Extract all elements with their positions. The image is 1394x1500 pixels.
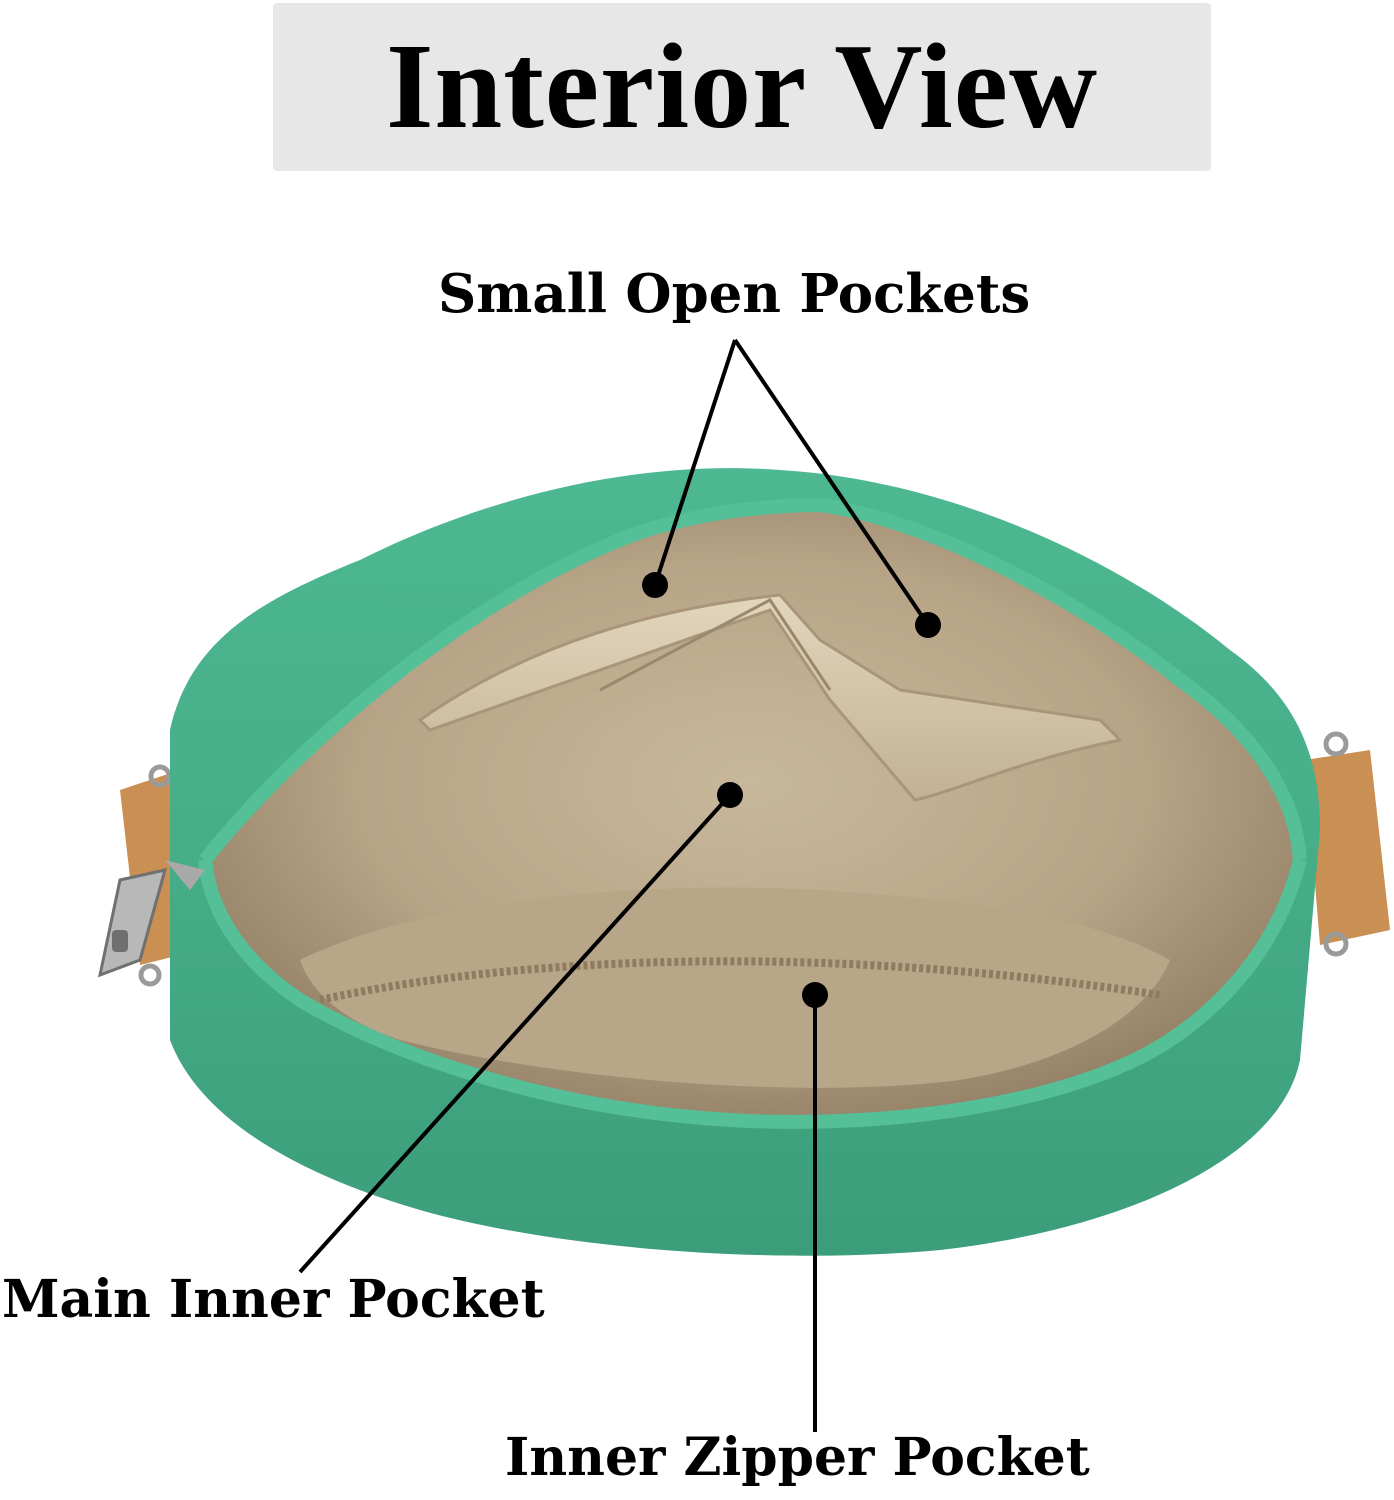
callout-dot-small-pocket-right [915,612,941,638]
inner-zipper-pocket-label: Inner Zipper Pocket [505,1427,1090,1488]
title-text: Interior View [385,19,1099,154]
title-banner: Interior View [273,3,1211,171]
callout-lines [298,338,930,1432]
strap-right [1305,731,1390,957]
zipper-pull-icon [97,860,205,978]
inner-zipper-pocket-graphic [300,887,1170,1088]
main-inner-pocket-label: Main Inner Pocket [2,1269,545,1330]
callout-dot-main-pocket [717,782,743,808]
callout-dot-small-pocket-left [642,572,668,598]
small-open-pockets-graphic [417,593,1124,802]
small-open-pockets-label: Small Open Pockets [438,263,1031,325]
callout-dot-zipper-pocket [802,982,828,1008]
